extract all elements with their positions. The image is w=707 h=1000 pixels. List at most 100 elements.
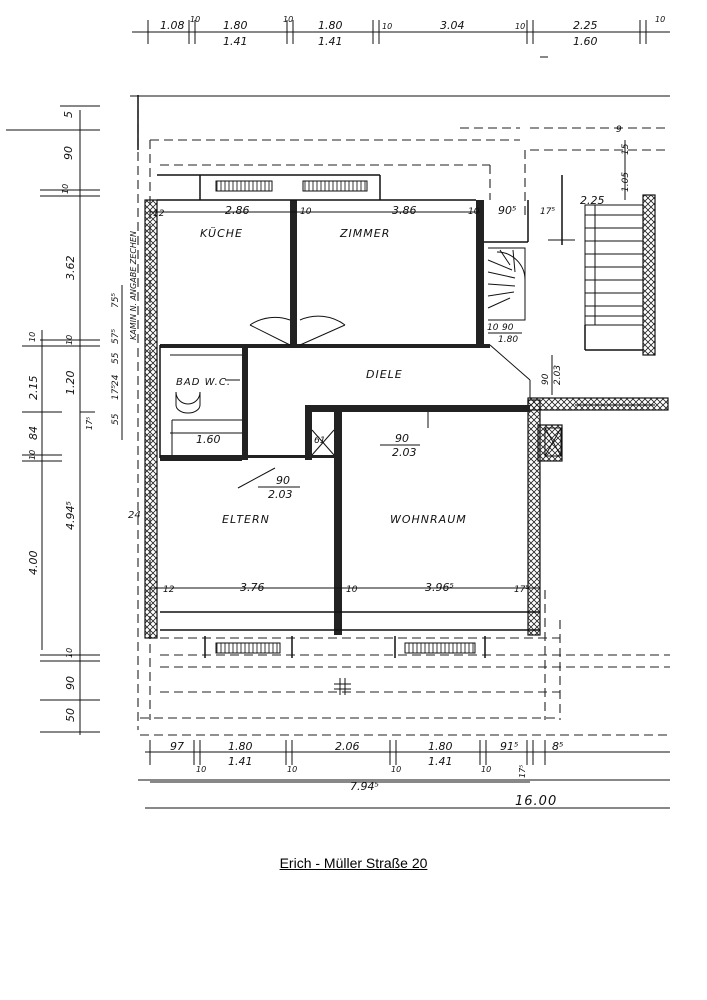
dim-inner-18: 61 xyxy=(314,436,325,446)
dim-inner-4: 3.86 xyxy=(392,204,417,217)
dim-left-c4: 50 xyxy=(64,708,77,722)
dim-inner-15: 90 xyxy=(541,373,551,385)
dim-left-c3: 90 xyxy=(64,676,77,690)
dim-left-k7: 17⁵ xyxy=(85,417,94,430)
dim-top-8: 10 xyxy=(515,22,525,31)
dim-left-a3: 10 xyxy=(61,184,70,194)
left-dimension-chains: 5 90 10 3.62 10 1.20 4.94⁵ 10 90 50 10 2… xyxy=(6,105,138,735)
dim-left-k6: 55 xyxy=(111,413,121,425)
dim-inner-9: 1.05 xyxy=(621,172,631,192)
dim-top-9: 2.25 xyxy=(573,19,598,32)
dim-bottom-4: 10 xyxy=(287,765,297,774)
dim-bottom-10: 8⁵ xyxy=(552,740,563,753)
dim-bottom-12: 7.94⁵ xyxy=(350,780,379,793)
room-bad: BAD W.C. xyxy=(176,377,231,388)
dim-left-a4: 3.62 xyxy=(64,256,77,281)
dim-bottom-7: 1.80 xyxy=(428,740,453,753)
dim-inner-21: 90 xyxy=(276,474,290,487)
top-dimension-chain: 1.08 10 1.80 1.41 10 1.80 1.41 10 3.04 1… xyxy=(132,15,670,58)
dim-top-6: 10 xyxy=(382,22,392,31)
dim-inner-12: 10 xyxy=(487,323,499,333)
dim-left-b2: 84 xyxy=(27,426,40,440)
dim-top-5: 1.80 xyxy=(318,19,343,32)
bath-fixtures xyxy=(170,354,242,455)
room-wohnraum: WOHNRAUM xyxy=(390,513,467,526)
dim-bottom-7b: 1.41 xyxy=(428,755,453,768)
dim-left-k1: 75⁵ xyxy=(111,293,121,308)
room-eltern: ELTERN xyxy=(222,513,270,526)
room-kueche: KÜCHE xyxy=(200,227,243,240)
dim-left-b5: 10 xyxy=(28,332,37,342)
dim-top-10: 10 xyxy=(655,15,665,24)
window-eltern xyxy=(215,642,281,654)
dim-top-3b: 1.41 xyxy=(223,35,248,48)
dim-left-k5: 17⁵ xyxy=(111,385,121,400)
room-diele: DIELE xyxy=(366,368,403,381)
dim-inner-28: 17⁵ xyxy=(514,585,529,595)
inner-dimensions: 12 2.86 10 3.86 10 90⁵ 17⁵ 2.25 1.05 15 … xyxy=(128,125,631,595)
dim-inner-23: 24 xyxy=(128,510,141,521)
dim-top-4: 10 xyxy=(283,15,293,24)
dim-bottom-6: 10 xyxy=(391,765,401,774)
dim-top-2: 10 xyxy=(190,15,200,24)
dim-inner-22: 2.03 xyxy=(268,488,293,501)
dim-bottom-11: 17⁵ xyxy=(518,765,527,778)
dim-bottom-3b: 1.41 xyxy=(228,755,253,768)
dim-left-c1: 4.00 xyxy=(27,551,40,576)
dim-inner-16: 2.03 xyxy=(553,365,563,385)
dim-inner-3: 10 xyxy=(300,207,312,217)
dashed-outlines xyxy=(130,95,670,781)
door-swings xyxy=(237,315,531,489)
dim-inner-1: 12 xyxy=(153,209,165,219)
dim-left-k4: 24 xyxy=(111,374,121,386)
dim-inner-27: 3.96⁵ xyxy=(425,581,454,594)
dim-left-b4: 4.94⁵ xyxy=(64,501,77,530)
dim-inner-14: 1.80 xyxy=(498,335,518,345)
dim-inner-24: 12 xyxy=(163,585,175,595)
walls xyxy=(144,174,669,639)
window-wohnraum xyxy=(404,642,476,654)
dim-left-b3: 1.20 xyxy=(64,371,77,396)
dim-bottom-9: 91⁵ xyxy=(500,740,518,753)
dim-inner-17: 1.60 xyxy=(196,433,221,446)
dim-left-a1: 5 xyxy=(62,111,75,118)
dim-left-k3: 55 xyxy=(111,352,121,364)
dim-inner-2: 2.86 xyxy=(225,204,250,217)
room-labels: KÜCHE ZIMMER BAD W.C. DIELE ELTERN WOHNR… xyxy=(176,227,467,526)
dim-left-a2: 90 xyxy=(62,146,75,160)
dim-inner-7: 17⁵ xyxy=(540,207,555,217)
dim-bottom-3: 1.80 xyxy=(228,740,253,753)
dim-inner-13: 90 xyxy=(502,323,514,333)
dim-inner-8: 2.25 xyxy=(580,194,605,207)
stairs xyxy=(487,175,655,457)
dim-top-7: 3.04 xyxy=(440,19,465,32)
dim-bottom-5: 2.06 xyxy=(335,740,360,753)
dim-inner-25: 3.76 xyxy=(240,581,265,594)
plan-caption: Erich - Müller Straße 20 xyxy=(279,855,428,871)
dim-inner-11: 9 xyxy=(616,125,622,135)
dim-left-c2: 10 xyxy=(65,648,74,658)
dim-top-9b: 1.60 xyxy=(573,35,598,48)
room-zimmer: ZIMMER xyxy=(339,227,390,240)
dim-bottom-2: 10 xyxy=(196,765,206,774)
dim-left-a5: 10 xyxy=(65,335,74,345)
dim-left-b1: 2.15 xyxy=(27,376,40,401)
dim-inner-10: 15 xyxy=(621,143,631,155)
bottom-dimension-chain: 97 10 1.80 1.41 10 2.06 10 1.80 1.41 10 … xyxy=(145,678,670,809)
dim-top-1: 1.08 xyxy=(160,19,185,32)
dim-inner-26: 10 xyxy=(346,585,358,595)
window-zimmer xyxy=(302,180,368,192)
dim-inner-19: 90 xyxy=(395,432,409,445)
dim-bottom-8: 10 xyxy=(481,765,491,774)
dim-bottom-1: 97 xyxy=(170,740,184,753)
dim-bottom-13: 16.00 xyxy=(515,794,557,809)
dim-left-a5b: 10 xyxy=(28,450,37,460)
dim-inner-6: 90⁵ xyxy=(498,204,516,217)
dim-top-5b: 1.41 xyxy=(318,35,343,48)
dim-inner-20: 2.03 xyxy=(392,446,417,459)
note-kamin: KAMIN N. ANGABE ZECHEN xyxy=(129,231,138,340)
dim-left-k2: 57⁵ xyxy=(111,329,121,344)
dim-top-3: 1.80 xyxy=(223,19,248,32)
window-kueche xyxy=(215,180,273,192)
